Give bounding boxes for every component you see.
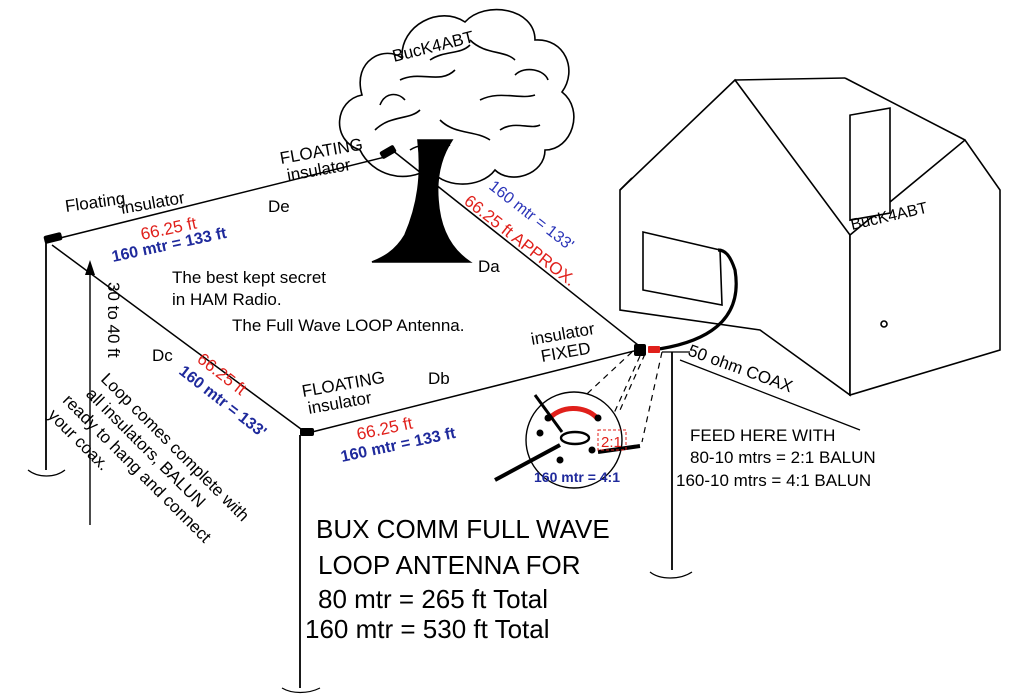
title-line-3: 80 mtr = 265 ft Total <box>318 584 548 614</box>
title-line-1: BUX COMM FULL WAVE <box>316 514 610 544</box>
top-insulator-icon <box>379 145 397 159</box>
tree <box>338 8 575 263</box>
tree-canopy <box>338 8 575 185</box>
segment-da-label: Da <box>478 257 500 276</box>
wire-db <box>311 349 639 433</box>
segment-db-label: Db <box>428 369 450 388</box>
house <box>619 77 1001 397</box>
secret-line-1: The best kept secret <box>172 268 326 287</box>
balun-inset <box>494 391 641 489</box>
feed-line-3: 160-10 mtrs = 4:1 BALUN <box>676 471 871 490</box>
balun-160-label: 160 mtr = 4:1 <box>534 469 620 485</box>
wire-da <box>391 149 639 346</box>
house-window <box>642 230 723 306</box>
title-line-4: 160 mtr = 530 ft Total <box>305 614 550 644</box>
height-label: 30 to 40 ft <box>104 282 123 358</box>
floating-left-label-2: insulator <box>119 188 186 218</box>
feed-line-1: FEED HERE WITH <box>690 426 835 445</box>
wire-dc <box>51 244 306 433</box>
coax-cable <box>651 248 738 352</box>
segment-dc-label: Dc <box>152 346 173 365</box>
segment-de-label: De <box>268 197 290 216</box>
feed-line-2: 80-10 mtrs = 2:1 BALUN <box>690 448 876 467</box>
floating-left-label-1: Floating <box>64 189 127 216</box>
left-insulator-icon <box>43 232 63 244</box>
tree-trunk <box>371 139 473 263</box>
secret-line-2: in HAM Radio. <box>172 290 282 309</box>
bottom-insulator-icon <box>300 428 314 436</box>
masts <box>27 238 693 694</box>
feed-insulator-icon <box>634 344 646 356</box>
loop-wire <box>51 149 861 489</box>
wire-de <box>51 156 386 241</box>
house-door <box>849 107 891 222</box>
balun-ratio-label: 2:1 <box>601 434 622 451</box>
title-line-2: LOOP ANTENNA FOR <box>318 550 580 580</box>
secret-line-3: The Full Wave LOOP Antenna. <box>232 316 464 335</box>
insulators <box>43 145 660 436</box>
